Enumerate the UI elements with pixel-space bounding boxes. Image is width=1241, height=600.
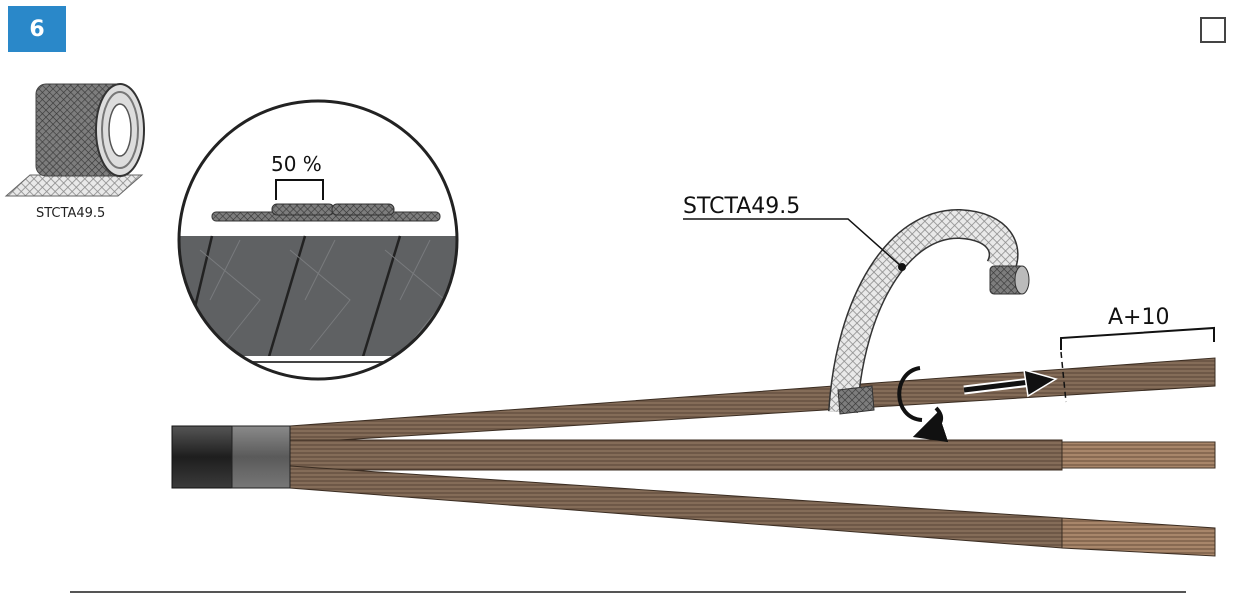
cable-sleeve xyxy=(231,425,291,489)
tape-strip xyxy=(828,209,1030,415)
overlap-bracket xyxy=(275,179,324,200)
direction-arrow-icon xyxy=(963,368,1058,398)
length-dimension xyxy=(1060,326,1215,403)
middle-conductor xyxy=(289,439,1063,471)
middle-conductor-end xyxy=(1061,441,1216,469)
cable-breakout xyxy=(171,357,1216,557)
roll-product-label: STCTA49.5 xyxy=(36,206,106,221)
checkbox-icon[interactable] xyxy=(1200,17,1226,43)
lower-conductor xyxy=(289,465,1063,549)
length-callout-label: A+10 xyxy=(1108,305,1169,330)
overlap-percentage-label: 50 % xyxy=(271,152,322,176)
tape-roll-icon xyxy=(4,83,145,197)
upper-conductor xyxy=(289,357,1216,444)
detail-magnifier xyxy=(177,99,459,381)
step-number-badge: 6 xyxy=(8,6,66,52)
lower-conductor-end xyxy=(1061,517,1216,557)
cable-jacket xyxy=(171,425,237,489)
tape-callout-label: STCTA49.5 xyxy=(683,194,800,219)
tape-label-leader xyxy=(683,218,903,268)
tape-roll-end xyxy=(989,265,1030,295)
rotation-arrow-icon xyxy=(897,366,949,443)
tape-overlap-section xyxy=(211,203,441,222)
